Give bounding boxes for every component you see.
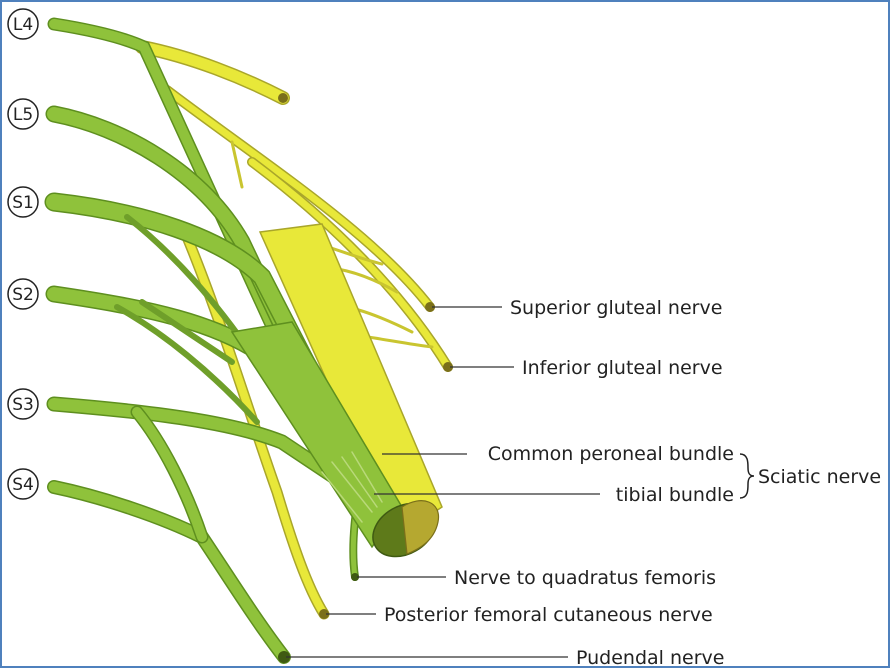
tibial-fibre-fan bbox=[321, 451, 383, 523]
leader-lines bbox=[286, 306, 600, 658]
sciatic-cross-section-peroneal bbox=[401, 500, 440, 555]
label-posterior-femoral-cutaneous-nerve: Posterior femoral cutaneous nerve bbox=[384, 604, 713, 626]
root-s2-label: S2 bbox=[12, 285, 34, 305]
root-s1-label: S1 bbox=[12, 193, 34, 213]
label-pudendal-nerve: Pudendal nerve bbox=[576, 647, 724, 666]
root-l5-label: L5 bbox=[13, 105, 33, 125]
pudendal-nerve bbox=[47, 480, 291, 664]
label-sciatic-nerve: Sciatic nerve bbox=[758, 466, 881, 488]
root-s1: S1 bbox=[7, 186, 39, 218]
nerve-labels: Superior gluteal nerve Inferior gluteal … bbox=[384, 297, 881, 666]
nerve-cut-ends bbox=[278, 93, 453, 663]
label-common-peroneal-bundle: Common peroneal bundle bbox=[488, 443, 734, 465]
label-superior-gluteal-nerve: Superior gluteal nerve bbox=[510, 297, 722, 319]
label-nerve-to-quadratus-femoris: Nerve to quadratus femoris bbox=[454, 567, 716, 589]
root-s3: S3 bbox=[7, 388, 39, 420]
nerve-drawing bbox=[44, 17, 453, 664]
root-labels: L4 L5 S1 S2 S3 S4 bbox=[7, 8, 39, 500]
root-s4-label: S4 bbox=[12, 475, 34, 495]
label-inferior-gluteal-nerve: Inferior gluteal nerve bbox=[522, 357, 723, 379]
root-l4: L4 bbox=[7, 8, 39, 40]
root-s4: S4 bbox=[7, 468, 39, 500]
sciatic-brace bbox=[739, 453, 755, 499]
root-l5: L5 bbox=[7, 98, 39, 130]
root-l4-label: L4 bbox=[13, 15, 33, 35]
label-tibial-bundle: tibial bundle bbox=[616, 484, 734, 506]
sciatic-trunk bbox=[230, 223, 443, 558]
root-s2: S2 bbox=[7, 278, 39, 310]
interconnecting-fibres bbox=[230, 140, 434, 349]
root-s3-label: S3 bbox=[12, 395, 34, 415]
